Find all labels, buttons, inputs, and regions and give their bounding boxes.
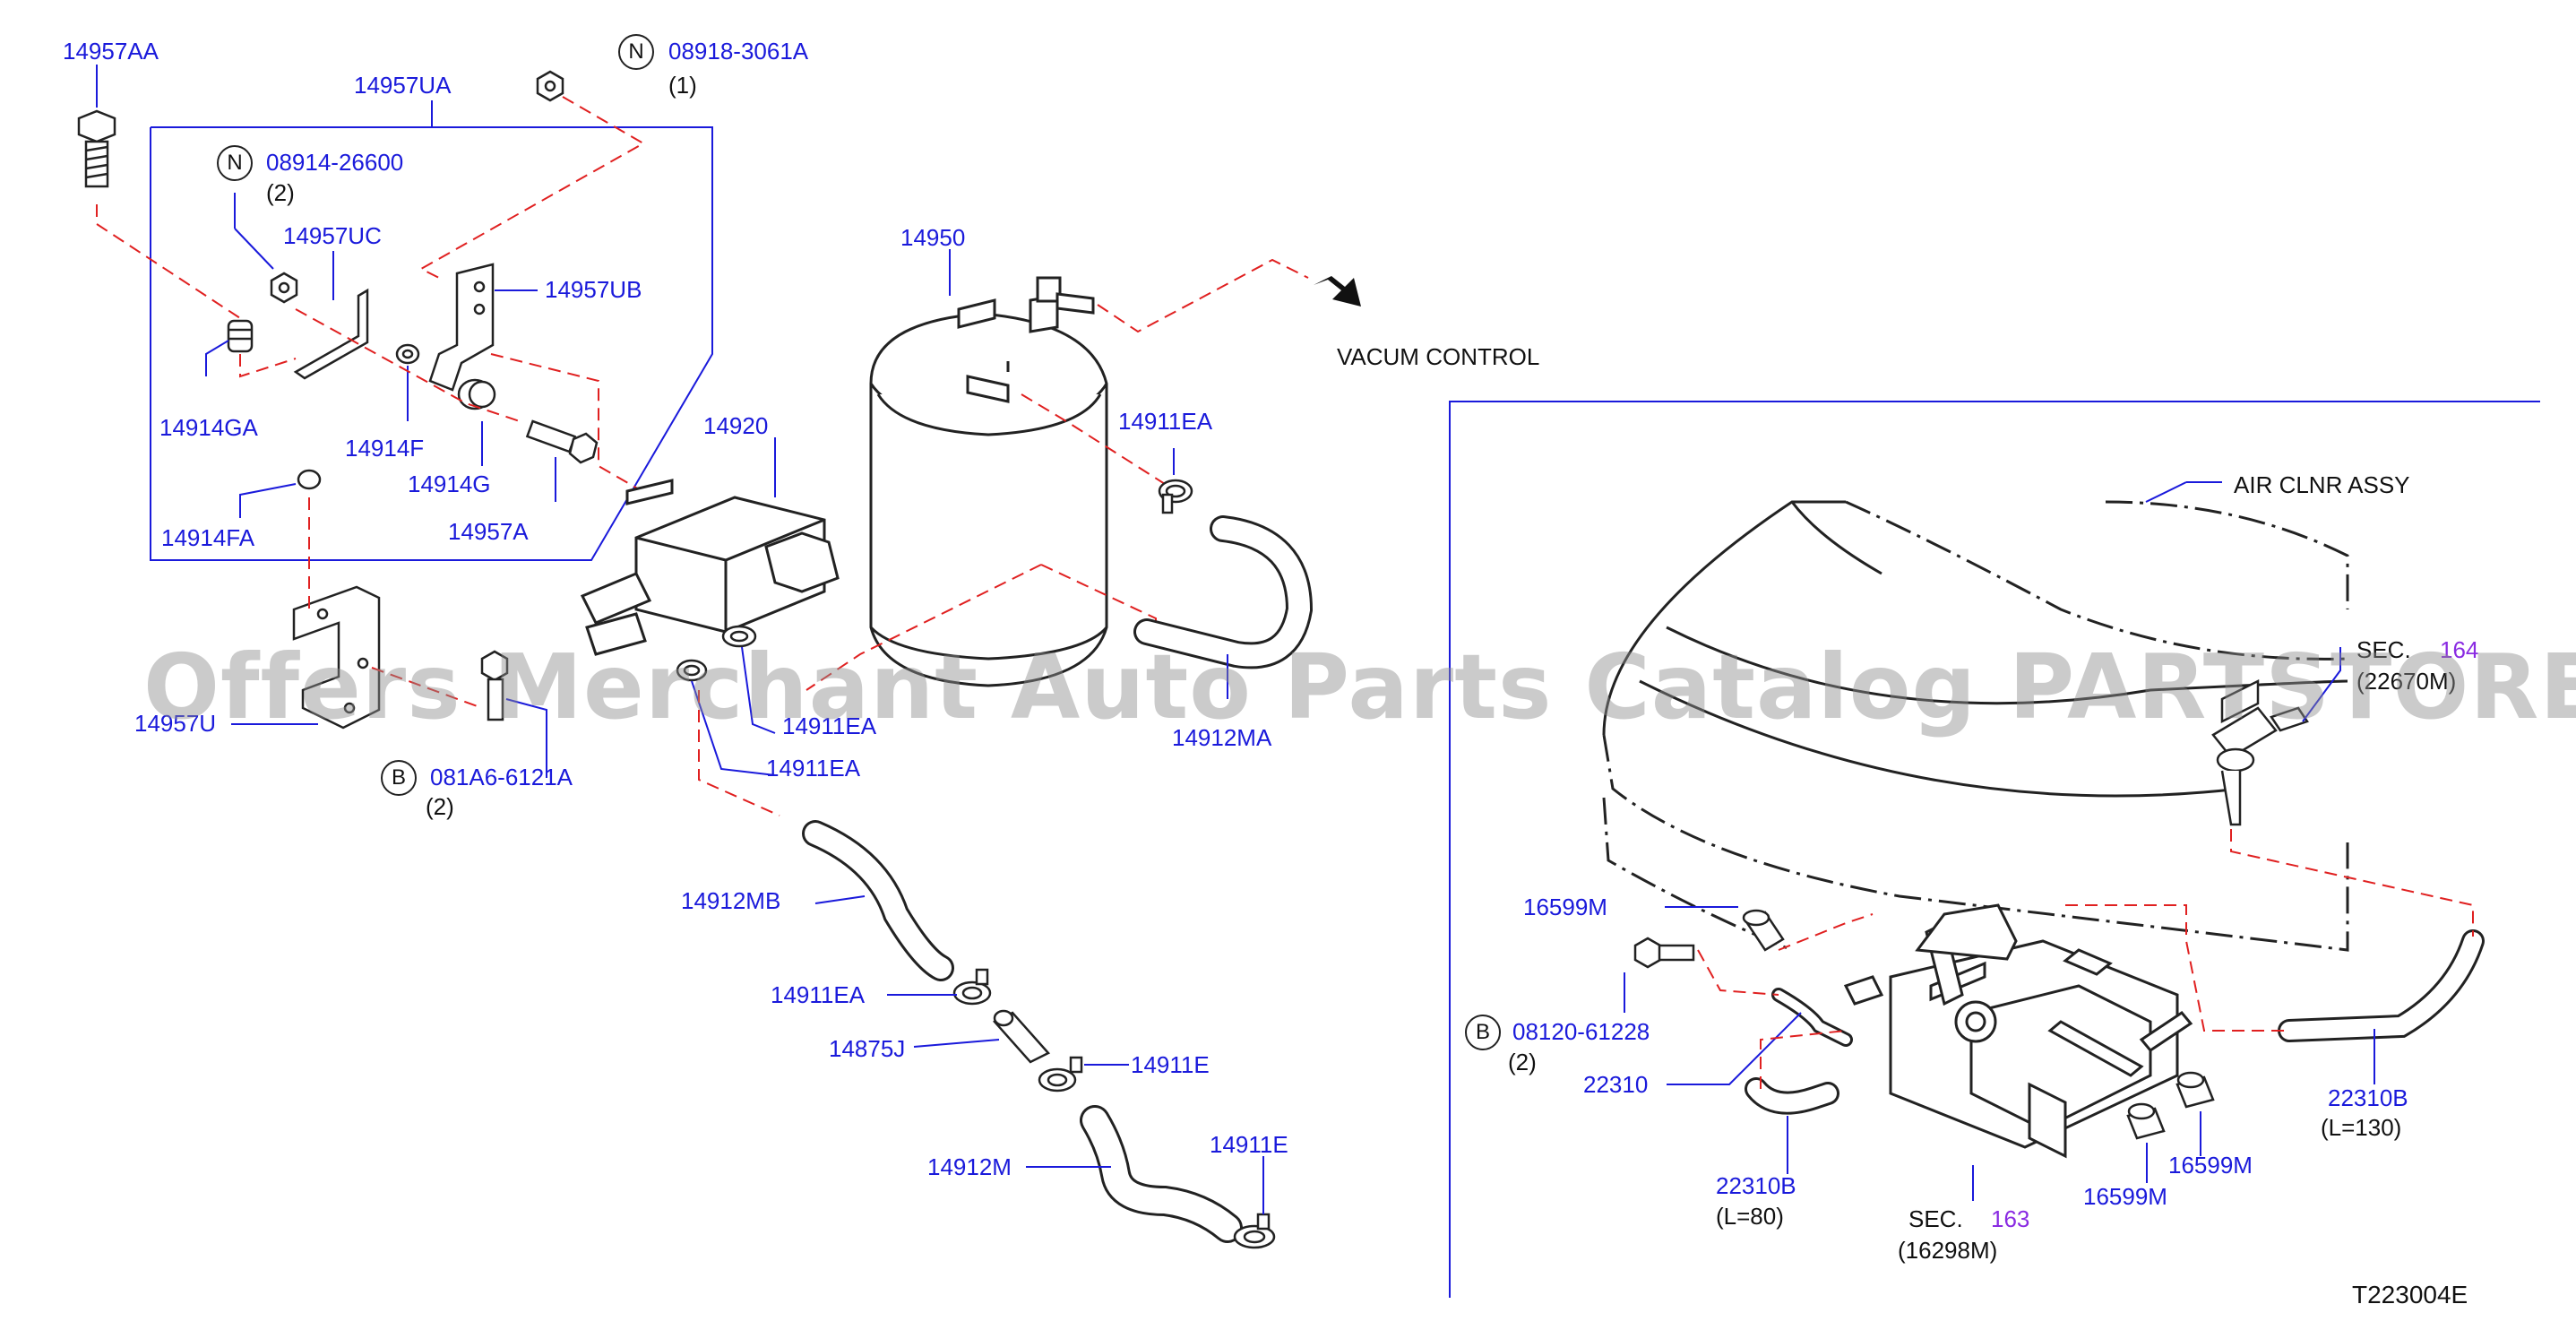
- qty-08120: (2): [1508, 1049, 1537, 1075]
- part-14914FA[interactable]: 14914FA: [161, 524, 255, 551]
- spacer-14914GA: [227, 319, 254, 353]
- grommet-14914FA: [297, 469, 322, 490]
- part-14912MB[interactable]: 14912MB: [681, 887, 781, 914]
- part-081A6-6121A[interactable]: 081A6-6121A: [430, 764, 573, 790]
- bolt-081A6: [480, 650, 509, 721]
- clamp-14911EA-canister: [1158, 479, 1193, 514]
- cap-16599M-b: [2175, 1071, 2215, 1109]
- part-14875J[interactable]: 14875J: [829, 1035, 906, 1062]
- bracket-14957UB: [428, 263, 495, 392]
- part-14957UC[interactable]: 14957UC: [283, 222, 382, 249]
- watermark: Offers Merchant Auto Parts Catalog PARTS…: [143, 635, 2576, 739]
- clamp-14911E-lower: [1233, 1213, 1276, 1249]
- length-22310B-b: (L=130): [2321, 1114, 2402, 1141]
- cap-16599M-a: [1742, 909, 1785, 952]
- sec164-prefix: SEC.: [2356, 636, 2411, 663]
- part-22310B[interactable]: 22310B: [2328, 1084, 2408, 1111]
- part-14914F[interactable]: 14914F: [345, 435, 425, 462]
- clamp-14911E-upper: [1038, 1056, 1083, 1092]
- clamp-14911EA-solenoid-b: [676, 659, 708, 682]
- part-14911EA[interactable]: 14911EA: [766, 755, 861, 782]
- part-16599M[interactable]: 16599M: [2168, 1152, 2253, 1179]
- grommet-14914F: [395, 343, 420, 365]
- badge-n: N: [217, 145, 253, 181]
- vacum-control-arrow: [1314, 276, 1361, 307]
- badge-n: N: [618, 34, 654, 70]
- part-14912M[interactable]: 14912M: [927, 1153, 1012, 1180]
- sec164-ref: (22670M): [2356, 668, 2457, 695]
- nut-08914: [270, 272, 298, 304]
- part-14920[interactable]: 14920: [703, 412, 769, 439]
- qty-081A6: (2): [426, 793, 454, 820]
- right-section-frame: [1449, 401, 2540, 1298]
- diagram-id: T223004E: [2352, 1281, 2468, 1308]
- part-14957U[interactable]: 14957U: [134, 710, 217, 737]
- part-08918-3061A[interactable]: 08918-3061A: [668, 38, 809, 65]
- badge-b: B: [381, 760, 417, 796]
- part-08120-61228[interactable]: 08120-61228: [1512, 1018, 1650, 1045]
- grommet-14914G: [457, 378, 496, 410]
- qty-08914: (2): [266, 179, 295, 206]
- sec164-link[interactable]: 164: [2440, 636, 2479, 663]
- dashed-callouts-right: [1697, 829, 2474, 1089]
- part-22310B[interactable]: 22310B: [1716, 1172, 1796, 1199]
- badge-b: B: [1465, 1015, 1501, 1050]
- sec163-link[interactable]: 163: [1991, 1205, 2030, 1232]
- dashed-callouts-canister: [806, 258, 1309, 691]
- bolt-08120: [1633, 937, 1695, 969]
- part-22310[interactable]: 22310: [1583, 1071, 1649, 1098]
- part-14914GA[interactable]: 14914GA: [159, 414, 258, 441]
- connector-14875J: [992, 1009, 1051, 1064]
- vacum-control-label: VACUM CONTROL: [1337, 343, 1540, 370]
- part-16599M[interactable]: 16599M: [1523, 894, 1607, 920]
- part-08914-26600[interactable]: 08914-26600: [266, 149, 404, 176]
- part-14914G[interactable]: 14914G: [408, 471, 491, 497]
- bolt-14957A: [525, 419, 599, 464]
- sensor-sec164: [2211, 678, 2309, 826]
- bracket-14957UC: [293, 288, 369, 380]
- air-cleaner-label: AIR CLNR ASSY: [2234, 471, 2410, 498]
- length-22310B-a: (L=80): [1716, 1203, 1784, 1230]
- part-14911EA[interactable]: 14911EA: [782, 712, 877, 739]
- solenoid-14920: [580, 479, 840, 656]
- part-14911EA[interactable]: 14911EA: [1118, 408, 1213, 435]
- bracket-14957U: [292, 585, 381, 730]
- canister-14950: [869, 276, 1108, 687]
- sec163-prefix: SEC.: [1908, 1205, 1963, 1232]
- part-14957UB[interactable]: 14957UB: [545, 276, 642, 303]
- part-14957UA[interactable]: 14957UA: [354, 72, 452, 99]
- part-14911EA[interactable]: 14911EA: [771, 981, 866, 1008]
- clamp-14911EA-lower: [952, 968, 992, 1006]
- part-14911E[interactable]: 14911E: [1131, 1051, 1210, 1078]
- nut-08918: [536, 70, 564, 102]
- sec163-ref: (16298M): [1898, 1237, 1998, 1264]
- part-14912MA[interactable]: 14912MA: [1172, 724, 1272, 751]
- part-14911E[interactable]: 14911E: [1210, 1131, 1288, 1158]
- part-14957AA[interactable]: 14957AA: [63, 38, 159, 65]
- part-14950[interactable]: 14950: [900, 224, 966, 251]
- bracket-group-outline: [150, 100, 713, 561]
- part-16599M[interactable]: 16599M: [2083, 1183, 2167, 1210]
- qty-08918: (1): [668, 72, 697, 99]
- dashed-callouts-left: [96, 96, 646, 709]
- part-14957A[interactable]: 14957A: [448, 518, 529, 545]
- cap-16599M-c: [2126, 1102, 2166, 1140]
- bolt-14957AA: [77, 109, 116, 188]
- throttle-body-sec163: [1843, 903, 2193, 1159]
- clamp-14911EA-solenoid-a: [721, 625, 757, 648]
